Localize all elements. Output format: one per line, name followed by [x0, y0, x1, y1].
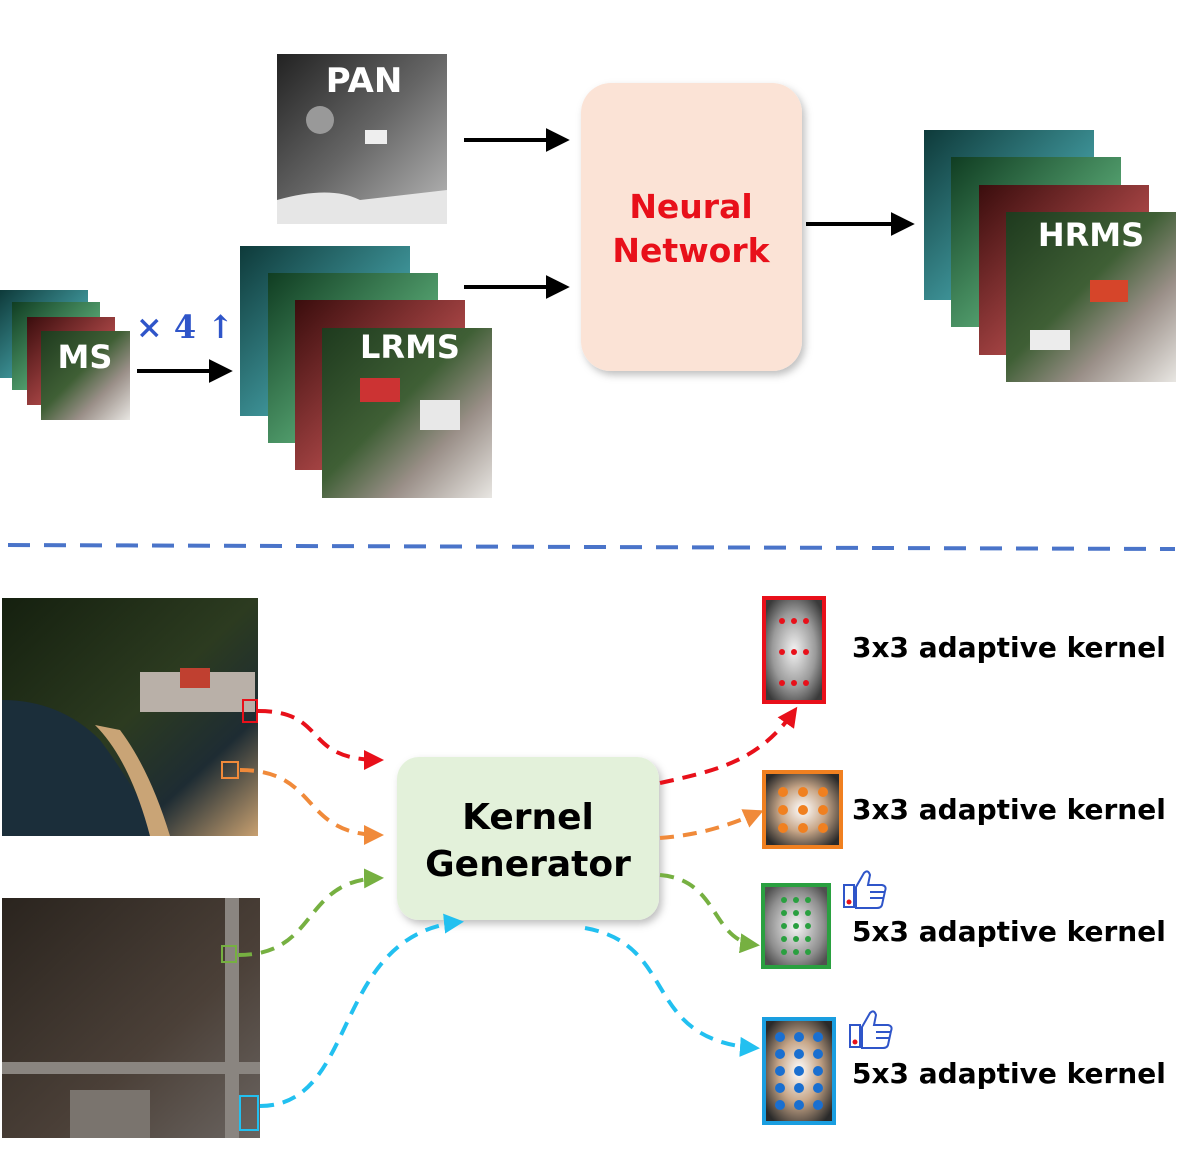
green-patch-marker	[221, 945, 237, 963]
kernel-label-4: 5x3 adaptive kernel	[852, 1057, 1166, 1090]
kernel-5x3-green	[761, 883, 831, 969]
red-output-flow	[659, 706, 798, 785]
green-output-flow	[659, 873, 760, 954]
generator-label-line1: Kernel	[462, 797, 594, 838]
cyan-input-flow	[259, 913, 464, 1108]
orange-patch-marker	[221, 761, 239, 779]
green-input-flow	[237, 868, 384, 957]
lrms-image-stack	[240, 246, 492, 498]
kernel-label-2: 3x3 adaptive kernel	[852, 793, 1166, 826]
upsample-label: × 4 ↑	[136, 308, 234, 346]
orange-input-flow	[239, 768, 384, 845]
kernel-label-1: 3x3 adaptive kernel	[852, 631, 1166, 664]
thumbs-up-icon	[843, 870, 887, 909]
kernel-label-3: 5x3 adaptive kernel	[852, 915, 1166, 948]
lrms-label: LRMS	[360, 328, 460, 366]
network-label-line2: Network	[612, 231, 770, 270]
kernel-generator-box	[397, 757, 659, 920]
kernel-3x3-red	[762, 596, 826, 704]
kernel-3x3-orange	[762, 770, 843, 849]
pan-label: PAN	[326, 61, 403, 101]
pan-image	[277, 54, 447, 224]
coastal-image	[2, 598, 258, 836]
kernel-5x3-blue	[762, 1017, 836, 1125]
cyan-patch-marker	[239, 1095, 259, 1131]
ms-label: MS	[58, 338, 113, 376]
orange-output-flow	[659, 809, 764, 840]
cyan-output-flow	[584, 926, 760, 1057]
thumbs-up-icon	[849, 1010, 893, 1049]
neural-network-box	[581, 83, 802, 371]
network-label-line1: Neural	[629, 187, 752, 226]
red-patch-marker	[242, 699, 258, 723]
desert-image	[2, 898, 260, 1138]
hrms-label: HRMS	[1038, 216, 1144, 254]
ms-image-stack	[0, 290, 130, 420]
section-divider	[7, 543, 1176, 551]
red-input-flow	[257, 709, 384, 770]
hrms-image-stack	[924, 130, 1176, 382]
generator-label-line2: Generator	[425, 844, 631, 885]
